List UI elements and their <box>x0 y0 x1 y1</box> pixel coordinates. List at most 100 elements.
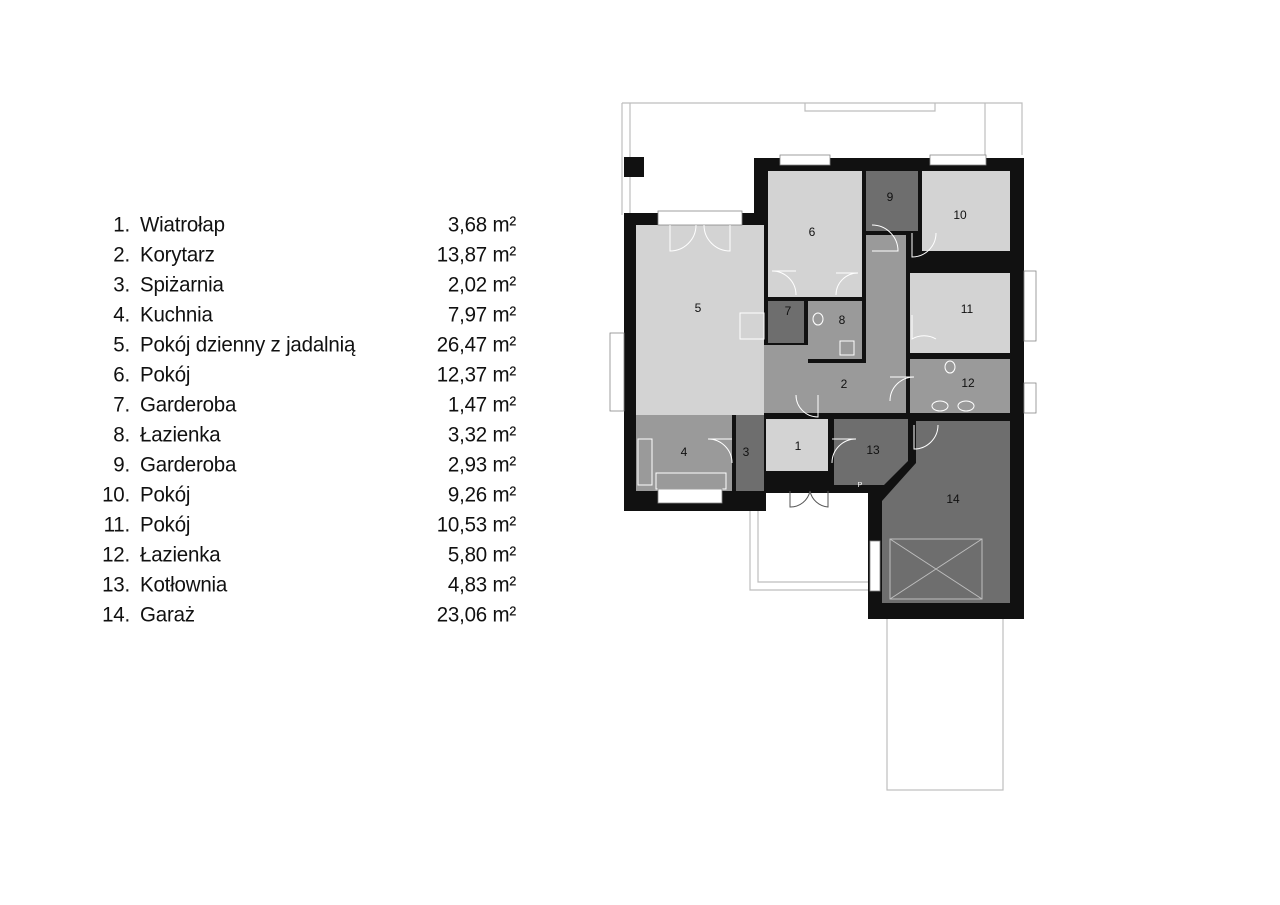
door-swing <box>835 272 859 296</box>
room-label-5: 5 <box>695 301 702 315</box>
floor-plan: 1 2 3 4 5 6 7 8 9 10 11 12 13 14 P <box>609 102 1037 791</box>
room-2-fill <box>764 235 906 413</box>
legend-number: 11. <box>103 512 131 537</box>
legend-row-7: 7. Garderoba 1,47 m² <box>96 389 526 421</box>
room-1-fill <box>766 419 828 471</box>
legend-room-name: Wiatrołap <box>140 212 225 237</box>
legend-room-name: Kuchnia <box>140 302 213 327</box>
legend-room-area: 4,83 m² <box>447 572 516 597</box>
legend-room-name: Pokój <box>140 362 191 387</box>
room-label-12: 12 <box>961 376 975 390</box>
legend-room-name: Garderoba <box>140 392 237 417</box>
legend-number: 2. <box>113 242 130 267</box>
room-label-2: 2 <box>841 377 848 391</box>
room-11-fill <box>910 273 1010 353</box>
kitchen-counter <box>637 438 653 486</box>
driveway-outline <box>886 614 1004 791</box>
room-8-fill <box>808 301 862 359</box>
room-label-6: 6 <box>809 225 816 239</box>
room-5-fill <box>636 225 764 413</box>
room-label-7: 7 <box>785 304 792 318</box>
fireplace-outline <box>739 312 765 340</box>
legend-row-1: 1. Wiatrołap 3,68 m² <box>96 209 526 241</box>
legend-number: 3. <box>113 272 130 297</box>
porch-outline <box>749 495 872 591</box>
legend-room-area: 9,26 m² <box>447 482 516 507</box>
window <box>657 488 723 504</box>
legend-room-name: Pokój <box>140 512 191 537</box>
sink-icon <box>931 400 949 412</box>
room-label-4: 4 <box>681 445 688 459</box>
window <box>609 332 625 412</box>
door-swing <box>795 394 819 418</box>
legend-row-3: 3. Spiżarnia 2,02 m² <box>96 269 526 301</box>
room-label-13: 13 <box>866 443 880 457</box>
room-label-11: 11 <box>961 302 974 316</box>
legend-number: 14. <box>102 602 130 627</box>
legend-row-4: 4. Kuchnia 7,97 m² <box>96 299 526 331</box>
toilet-icon <box>812 312 824 326</box>
legend-number: 6. <box>113 362 130 387</box>
door-swing <box>889 376 915 402</box>
legend-room-area: 23,06 m² <box>436 602 517 627</box>
toilet-icon <box>944 360 956 374</box>
legend-row-6: 6. Pokój 12,37 m² <box>96 359 526 391</box>
legend-room-name: Korytarz <box>140 242 215 267</box>
room-13-fill <box>834 419 908 485</box>
room-3-fill <box>736 415 764 491</box>
legend-room-area: 2,02 m² <box>447 272 516 297</box>
legend-room-area: 1,47 m² <box>447 392 516 417</box>
legend-room-area: 3,32 m² <box>447 422 516 447</box>
room-9-fill <box>866 171 918 231</box>
legend-number: 10. <box>102 482 130 507</box>
boiler-mark: P <box>858 482 863 489</box>
legend-number: 9. <box>113 452 130 477</box>
door-swing <box>913 424 939 450</box>
room-label-1: 1 <box>795 439 802 453</box>
room-label-9: 9 <box>887 190 894 204</box>
terrace-post <box>624 157 644 177</box>
legend-room-name: Spiżarnia <box>140 272 224 297</box>
legend-room-name: Łazienka <box>140 542 221 567</box>
room-7-fill <box>768 301 804 343</box>
window <box>779 154 831 166</box>
room-12-fill <box>910 359 1010 413</box>
door-swing <box>669 224 697 252</box>
garage-car-outline <box>889 538 983 600</box>
room-5-edge <box>636 413 764 415</box>
legend-number: 8. <box>113 422 130 447</box>
legend-room-name: Łazienka <box>140 422 221 447</box>
window <box>657 210 743 226</box>
legend-room-area: 7,97 m² <box>447 302 516 327</box>
legend-row-8: 8. Łazienka 3,32 m² <box>96 419 526 451</box>
legend-room-area: 3,68 m² <box>447 212 516 237</box>
legend-number: 1. <box>113 212 130 237</box>
entrance-door <box>789 490 829 508</box>
door-swing <box>771 270 797 296</box>
shower-icon <box>839 340 855 356</box>
window <box>929 154 987 166</box>
legend-room-name: Garderoba <box>140 452 237 477</box>
legend-room-area: 12,37 m² <box>436 362 517 387</box>
legend-number: 5. <box>113 332 130 357</box>
door-swing <box>911 315 937 340</box>
legend-room-area: 5,80 m² <box>447 542 516 567</box>
legend-number: 7. <box>113 392 130 417</box>
legend-room-name: Kotłownia <box>140 572 228 597</box>
room-fills <box>636 171 1010 603</box>
room-labels: 1 2 3 4 5 6 7 8 9 10 11 12 13 14 P <box>681 190 975 506</box>
room-14-fill <box>882 421 1010 603</box>
room-10-fill <box>922 171 1010 251</box>
room-label-14: 14 <box>946 492 960 506</box>
legend-number: 4. <box>113 302 130 327</box>
room-label-3: 3 <box>743 445 750 459</box>
legend-number: 12. <box>102 542 130 567</box>
door-swing <box>707 438 733 464</box>
